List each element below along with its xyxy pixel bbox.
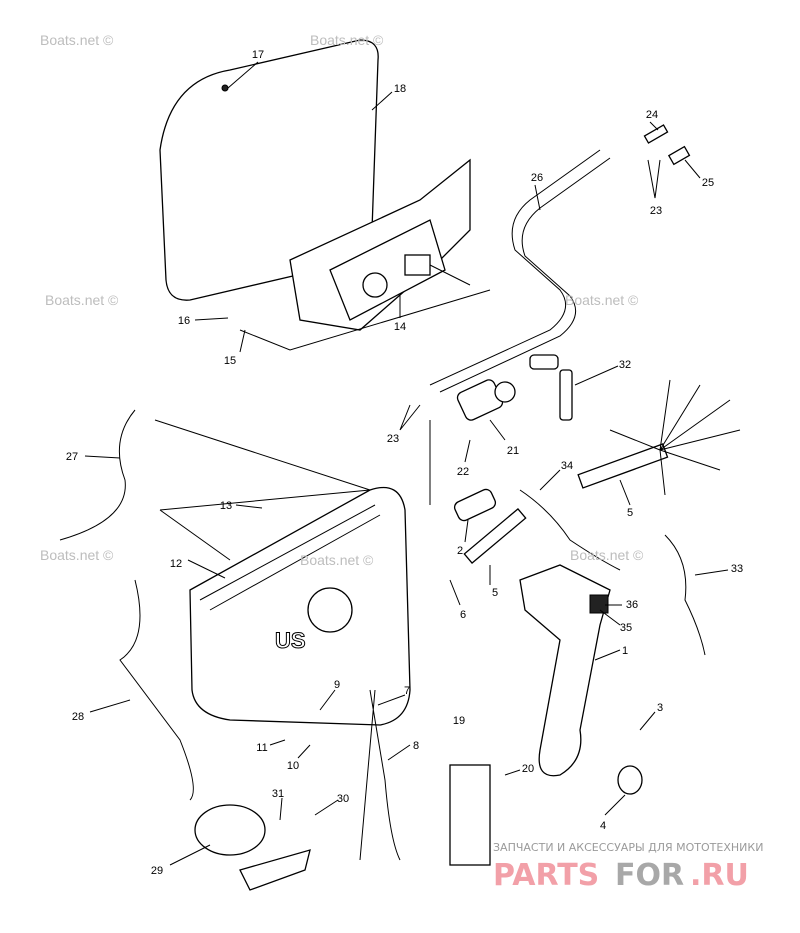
wiring-harness xyxy=(577,379,741,496)
housing-text: US xyxy=(275,628,306,653)
callout-20: 20 xyxy=(522,763,534,775)
callout-12: 12 xyxy=(170,558,182,570)
callout-8: 8 xyxy=(413,740,419,752)
callout-22: 22 xyxy=(457,466,469,478)
lead-33 xyxy=(664,534,706,656)
shop-logo-parts: PARTS xyxy=(493,858,599,893)
callout-31: 31 xyxy=(272,788,284,800)
callout-29: 29 xyxy=(151,865,163,877)
callout-17: 17 xyxy=(252,49,264,61)
shop-watermark: ЗАПЧАСТИ И АКСЕССУАРЫ ДЛЯ МОТОТЕХНИКИ PA… xyxy=(493,841,763,893)
callouts: 17 18 24 25 26 23 16 15 14 32 23 21 22 2… xyxy=(66,49,743,877)
callout-30: 30 xyxy=(337,793,349,805)
sleeve xyxy=(463,507,527,565)
lead-28 xyxy=(119,579,194,801)
callout-14: 14 xyxy=(394,321,406,333)
callout-21: 21 xyxy=(507,445,519,457)
control-lever xyxy=(519,564,643,795)
callout-26: 26 xyxy=(531,172,543,184)
control-mechanism xyxy=(239,158,491,351)
watermark: Boats.net © xyxy=(570,547,644,563)
harness-7-8 xyxy=(359,689,401,861)
callout-19: 19 xyxy=(453,715,465,727)
watermark: Boats.net © xyxy=(40,32,114,48)
watermark: Boats.net © xyxy=(565,292,639,308)
callout-4: 4 xyxy=(600,820,606,832)
watermark: Boats.net © xyxy=(40,547,114,563)
callout-7: 7 xyxy=(404,685,410,697)
shop-tagline: ЗАПЧАСТИ И АКСЕССУАРЫ ДЛЯ МОТОТЕХНИКИ xyxy=(493,841,763,854)
callout-2: 2 xyxy=(457,545,463,557)
callout-3: 3 xyxy=(657,702,663,714)
callout-6: 6 xyxy=(460,609,466,621)
lead-34 xyxy=(519,489,621,571)
watermark: Boats.net © xyxy=(300,552,374,568)
cables xyxy=(429,124,691,393)
callout-10: 10 xyxy=(287,760,299,772)
callout-23b: 23 xyxy=(387,433,399,445)
callout-5b: 5 xyxy=(492,587,498,599)
lead-27 xyxy=(59,409,136,541)
watermarks: Boats.net © Boats.net © Boats.net © Boat… xyxy=(40,32,644,568)
callout-27: 27 xyxy=(66,451,78,463)
ignition-key xyxy=(529,354,573,421)
callout-34: 34 xyxy=(561,460,573,472)
callout-25: 25 xyxy=(702,177,714,189)
watermark: Boats.net © xyxy=(45,292,119,308)
callout-1: 1 xyxy=(622,645,628,657)
callout-11: 11 xyxy=(256,742,267,754)
callout-13: 13 xyxy=(220,500,232,512)
callout-33: 33 xyxy=(731,563,743,575)
control-housing: US xyxy=(154,419,431,726)
callout-35: 35 xyxy=(620,622,632,634)
callout-23: 23 xyxy=(650,205,662,217)
mounting-plate xyxy=(159,39,379,301)
callout-5: 5 xyxy=(627,507,633,519)
ignition-switch xyxy=(456,379,516,421)
callout-18: 18 xyxy=(394,83,406,95)
callout-16: 16 xyxy=(178,315,190,327)
callout-28: 28 xyxy=(72,711,84,723)
terminal-block xyxy=(449,764,491,866)
shop-logo-ru: .RU xyxy=(690,858,749,893)
callout-36: 36 xyxy=(626,599,638,611)
horn xyxy=(194,804,311,891)
callout-15: 15 xyxy=(224,355,236,367)
callout-24: 24 xyxy=(646,109,658,121)
shop-logo-for: FOR xyxy=(615,858,684,893)
neutral-switch xyxy=(453,488,497,522)
watermark: Boats.net © xyxy=(310,32,384,48)
callout-9: 9 xyxy=(334,679,340,691)
callout-32: 32 xyxy=(619,359,631,371)
